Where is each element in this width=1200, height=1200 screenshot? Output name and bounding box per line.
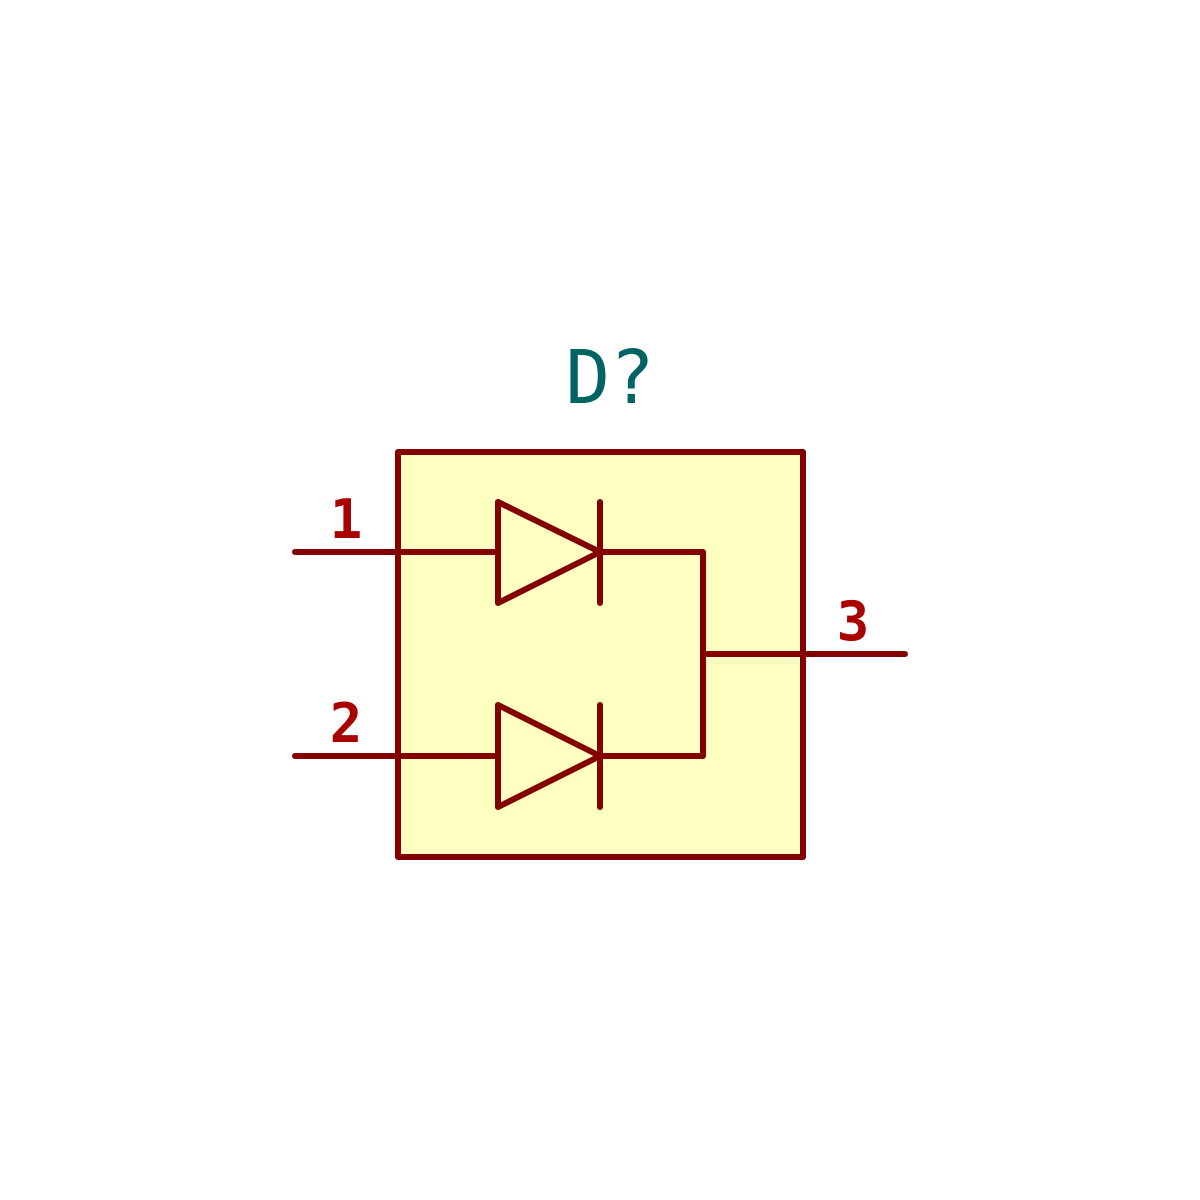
wire-cathode-2 <box>597 651 706 759</box>
internal-wiring <box>395 549 806 759</box>
pin-1-number: 1 <box>330 488 363 551</box>
pin-3-number: 3 <box>837 590 870 653</box>
diode-2-icon <box>495 702 603 810</box>
wire-cathode-1 <box>597 549 706 657</box>
reference-designator: D? <box>565 335 654 421</box>
diode-1-triangle <box>495 499 603 606</box>
diode-2-triangle <box>495 702 603 810</box>
dual-diode-symbol[interactable]: D? 1 2 3 <box>292 335 908 860</box>
pin-2-number: 2 <box>330 692 363 755</box>
diode-1-icon <box>495 499 603 606</box>
